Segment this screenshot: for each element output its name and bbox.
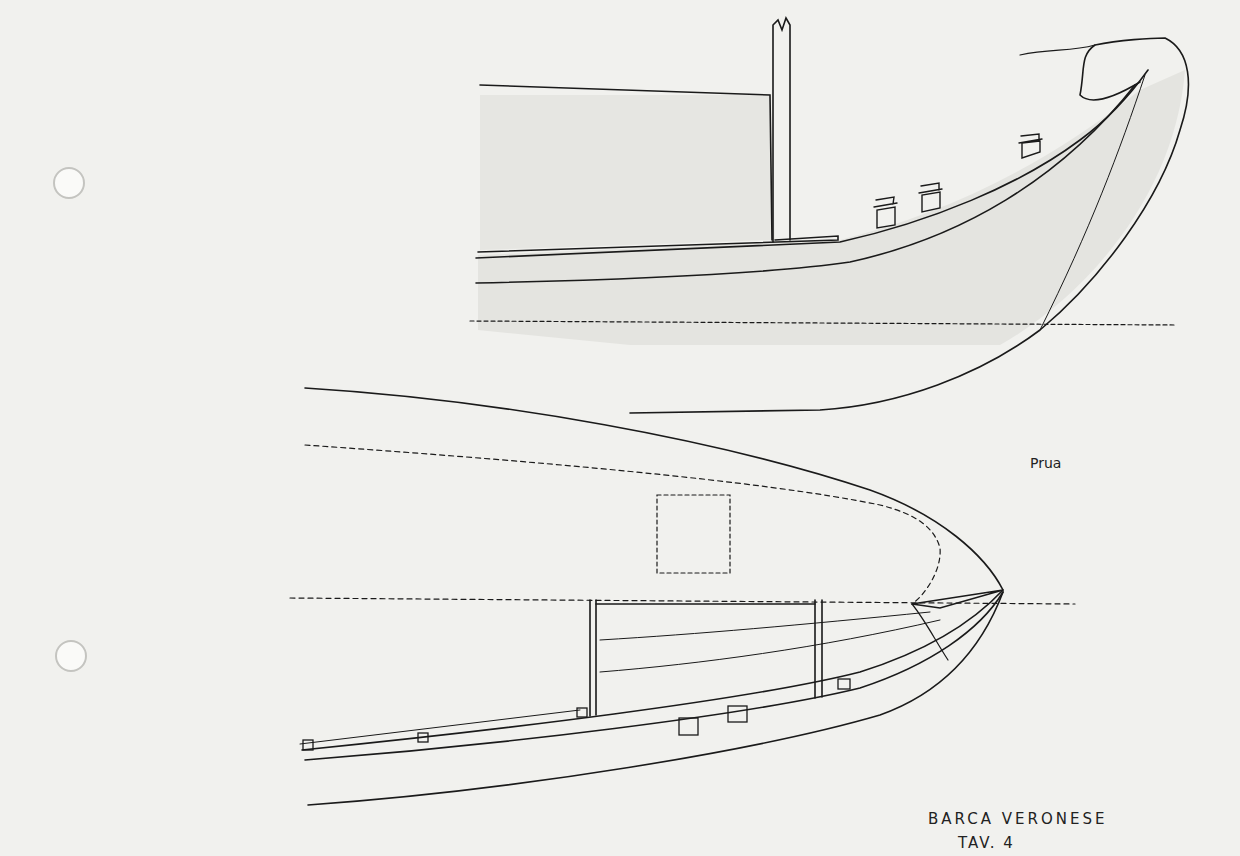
side-elevation (470, 18, 1188, 413)
punch-holes (54, 168, 86, 671)
plate-number: TAV. 4 (958, 834, 1015, 852)
drawing-title: BARCA VERONESE (928, 810, 1107, 828)
plan-view (290, 388, 1075, 805)
part-label: Prua (1030, 455, 1061, 471)
